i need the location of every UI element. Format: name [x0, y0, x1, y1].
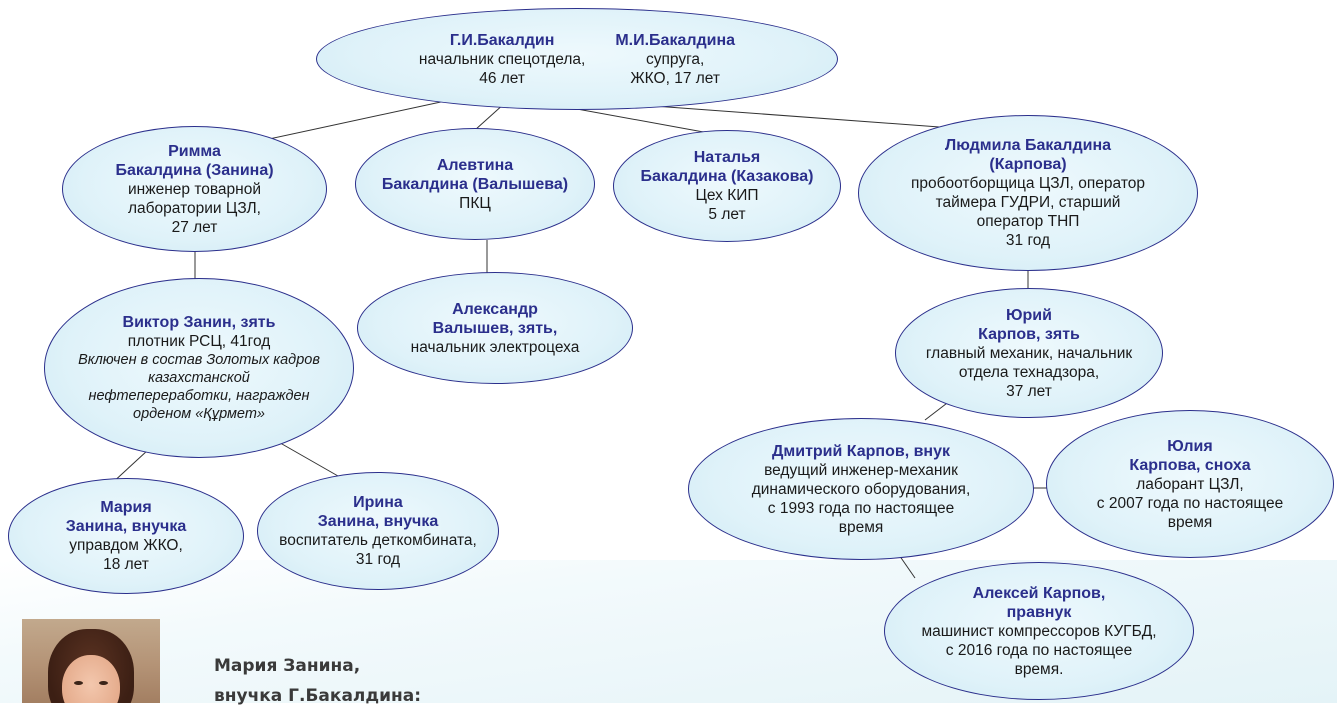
person-info: машинист компрессоров КУГБД,	[921, 622, 1157, 640]
person-info: 27 лет	[171, 218, 218, 236]
person-name: Дмитрий Карпов, внук	[772, 442, 950, 460]
person-name: Бакалдина (Занина)	[115, 161, 274, 179]
husband: Г.И.Бакалдин начальник спецотдела, 46 ле…	[419, 31, 585, 88]
person-name: Наталья	[693, 149, 761, 166]
caption-line: Мария Занина,	[214, 656, 361, 676]
person-info: Цех КИП	[695, 187, 759, 204]
link-root-natalya	[554, 104, 721, 136]
node-natalya: Наталья Бакалдина (Казакова) Цех КИП 5 л…	[613, 130, 841, 242]
portrait-eye	[74, 681, 83, 685]
node-lyudmila: Людмила Бакалдина (Карпова) пробоотборщи…	[858, 115, 1198, 271]
person-award: Включен в состав Золотых кадров	[78, 352, 320, 368]
person-info: пробоотборщица ЦЗЛ, оператор	[911, 175, 1145, 192]
person-name: Бакалдина (Валышева)	[381, 175, 569, 193]
person-info: главный механик, начальник	[925, 344, 1133, 362]
person-award: казахстанской	[148, 370, 250, 386]
node-aleksey: Алексей Карпов, правнук машинист компрес…	[884, 562, 1194, 700]
node-alevtina: Алевтина Бакалдина (Валышева) ПКЦ	[355, 128, 595, 240]
person-info: управдом ЖКО,	[69, 537, 183, 554]
person-info: с 1993 года по настоящее	[767, 499, 955, 517]
person-name: Валышев, зять,	[432, 319, 558, 337]
person-name: Алексей Карпов,	[972, 584, 1106, 602]
person-info: динамического оборудования,	[751, 480, 971, 498]
person-info: 31 год	[1005, 232, 1051, 249]
node-rimma: Римма Бакалдина (Занина) инженер товарно…	[62, 126, 327, 252]
person-info: время	[838, 518, 884, 536]
person-info: ведущий инженер-механик	[764, 461, 958, 479]
person-name: Виктор Занин, зять	[122, 314, 276, 331]
person-info: 18 лет	[103, 556, 149, 573]
node-irina: Ирина Занина, внучка воспитатель деткомб…	[257, 472, 499, 590]
person-name: Бакалдина (Казакова)	[640, 168, 814, 185]
person-info: начальник электроцеха	[410, 338, 580, 356]
person-info: 37 лет	[1006, 382, 1052, 400]
node-viktor: Виктор Занин, зять плотник РСЦ, 41год Вк…	[44, 278, 354, 458]
person-info: таймера ГУДРИ, старший	[935, 194, 1121, 211]
person-info: ПКЦ	[459, 194, 491, 212]
husband-name: Г.И.Бакалдин	[449, 31, 555, 49]
person-info: 31 год	[355, 551, 401, 568]
person-name: Ирина	[353, 494, 403, 511]
wife-name: М.И.Бакалдина	[615, 31, 736, 49]
person-name: Карпов, зять	[978, 325, 1080, 343]
person-award: орденом «Құрмет»	[133, 406, 265, 422]
person-info: с 2016 года по настоящее	[945, 641, 1133, 659]
node-mariya: Мария Занина, внучка управдом ЖКО, 18 ле…	[8, 478, 244, 594]
wife-line: ЖКО, 17 лет	[630, 69, 721, 87]
husband-line: начальник спецотдела,	[418, 50, 586, 68]
person-info: 5 лет	[708, 206, 746, 223]
wife: М.И.Бакалдина супруга, ЖКО, 17 лет	[615, 31, 735, 88]
person-info: оператор ТНП	[976, 213, 1080, 230]
person-info: плотник РСЦ, 41год	[127, 333, 271, 350]
person-name: Занина, внучка	[65, 518, 187, 535]
caption-line: внучка Г.Бакалдина:	[214, 686, 422, 706]
person-info: лаборатории ЦЗЛ,	[128, 199, 261, 217]
portrait-eye	[99, 681, 108, 685]
person-award: нефтепереработки, награжден	[88, 388, 310, 404]
person-info: инженер товарной	[128, 180, 261, 198]
node-yuriy: Юрий Карпов, зять главный механик, начал…	[895, 288, 1163, 418]
person-name: Александр	[452, 300, 538, 318]
person-name: Юлия	[1167, 437, 1213, 455]
node-dmitriy: Дмитрий Карпов, внук ведущий инженер-мех…	[688, 418, 1034, 560]
node-yuliya: Юлия Карпова, сноха лаборант ЦЗЛ, с 2007…	[1046, 410, 1334, 558]
person-name: Занина, внучка	[317, 513, 439, 530]
husband-line: 46 лет	[479, 69, 526, 87]
person-info: время	[1167, 513, 1213, 531]
person-info: отдела технадзора,	[958, 363, 1100, 381]
person-info: с 2007 года по настоящее	[1096, 494, 1284, 512]
person-name: Алевтина	[436, 156, 514, 174]
person-name: Юрий	[1006, 306, 1052, 324]
node-aleksandr: Александр Валышев, зять, начальник элект…	[357, 272, 633, 384]
person-name: (Карпова)	[989, 156, 1067, 173]
person-info: время.	[1014, 660, 1064, 678]
photo-caption: Мария Занина, внучка Г.Бакалдина:	[214, 651, 614, 711]
person-name: Людмила Бакалдина	[944, 137, 1112, 154]
node-root-couple: Г.И.Бакалдин начальник спецотдела, 46 ле…	[316, 8, 838, 110]
person-info: воспитатель деткомбината,	[279, 532, 477, 549]
person-name: Карпова, сноха	[1129, 456, 1251, 474]
portrait-face	[62, 655, 120, 703]
person-name: правнук	[1006, 603, 1072, 621]
person-name: Мария	[100, 499, 152, 516]
link-viktor-irina	[274, 439, 346, 481]
person-info: лаборант ЦЗЛ,	[1136, 475, 1244, 493]
person-name: Римма	[168, 142, 221, 160]
wife-line: супруга,	[646, 50, 705, 68]
portrait-photo	[22, 619, 160, 703]
